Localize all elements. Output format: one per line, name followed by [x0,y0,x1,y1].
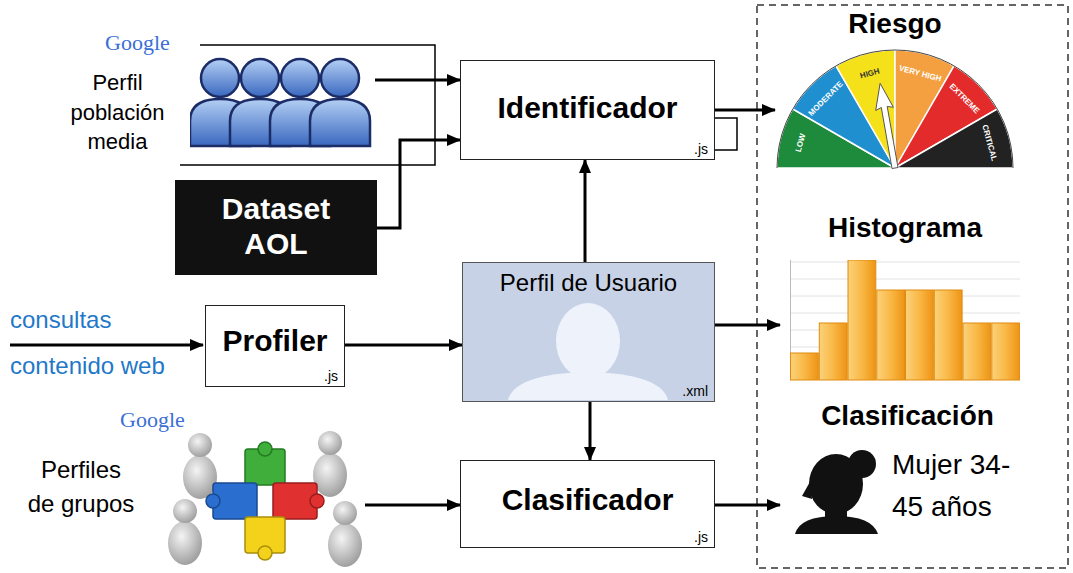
figure-part [318,431,342,455]
figure-part [183,455,217,499]
risk-gauge: Riesgo [775,8,1015,172]
figure-part [188,433,212,457]
histogram-chart: Histograma [780,212,1030,392]
figure-part [281,59,319,97]
figure-part [313,453,347,497]
figure-part [992,323,1020,380]
figure-part [508,373,668,400]
arrow-connector [377,140,460,228]
arrow-connector [375,79,460,82]
figure-part [241,59,279,97]
arrow-connector [584,160,587,262]
figure-part [895,109,1013,168]
output-region [757,5,1068,568]
figure-part [876,83,898,168]
group-label: Perfil población media [55,68,180,157]
box-title: Clasificador [461,483,714,517]
figure-part [790,262,1020,263]
woman-silhouette [790,444,882,534]
profile-document: Perfil de Usuario .xml [462,262,715,402]
group-bracket [180,45,435,165]
arrow-connector [715,504,780,507]
box-title: Profiler [206,324,344,358]
arrow-connector [345,344,462,347]
logo-text: Google [120,407,185,433]
group-label: Perfiles de grupos [25,453,137,520]
file-extension: .xml [682,383,708,399]
figure-part [168,521,202,565]
crowd-icon [190,53,375,148]
figure-part [258,442,272,456]
file-extension: .js [324,368,338,384]
puzzle-group-icon [165,427,365,570]
figure-part [790,279,1020,280]
figure-part [201,59,239,97]
classification-result: ClasificaciónMujer 34-45 años [780,400,1062,548]
file-extension: .js [694,141,708,157]
figure-part [795,516,878,534]
result-text: Mujer 34-45 años [892,444,1038,528]
figure-part [934,290,962,380]
figure-part [906,290,934,380]
arrow-connector [715,109,775,112]
box-title: Perfil de Usuario [463,269,714,297]
figure-part [848,260,876,380]
figure-part [173,499,197,523]
figure-part [791,353,819,380]
process-box: Clasificador .js [460,460,715,548]
arrow-connector [715,324,780,327]
figure-part [328,523,362,567]
dataset-label: Dataset AOL [211,192,341,261]
logo-text: Google [105,30,170,56]
input-group: GooglePerfiles de grupos [5,405,365,572]
figure-part [777,50,1013,168]
input-label: consultas [10,306,111,334]
arrow-connector [589,402,592,460]
figure-part [333,501,357,525]
input-group: GooglePerfil población media [50,28,375,165]
output-title: Riesgo [775,8,1015,40]
process-box: Identificador .js [460,60,715,160]
output-title: Clasificación [780,400,1035,432]
small-bracket [715,118,737,150]
output-title: Histograma [780,212,1030,244]
input-label: contenido web [10,352,165,380]
figure-part [802,480,812,499]
figure-part [310,99,370,146]
bar-chart [790,260,1020,382]
arrow-connector [365,504,460,507]
figure-part [258,546,272,560]
figure-part [321,59,359,97]
dataset-image: Dataset AOL [175,180,377,275]
file-extension: .js [694,529,708,545]
input-arrow [10,344,203,347]
figure-part [963,323,991,380]
figure-part [877,290,905,380]
figure-part [206,494,220,508]
box-title: Identificador [461,91,714,125]
figure-part [819,323,847,380]
process-box: Profiler .js [205,305,345,387]
figure-part [310,494,324,508]
